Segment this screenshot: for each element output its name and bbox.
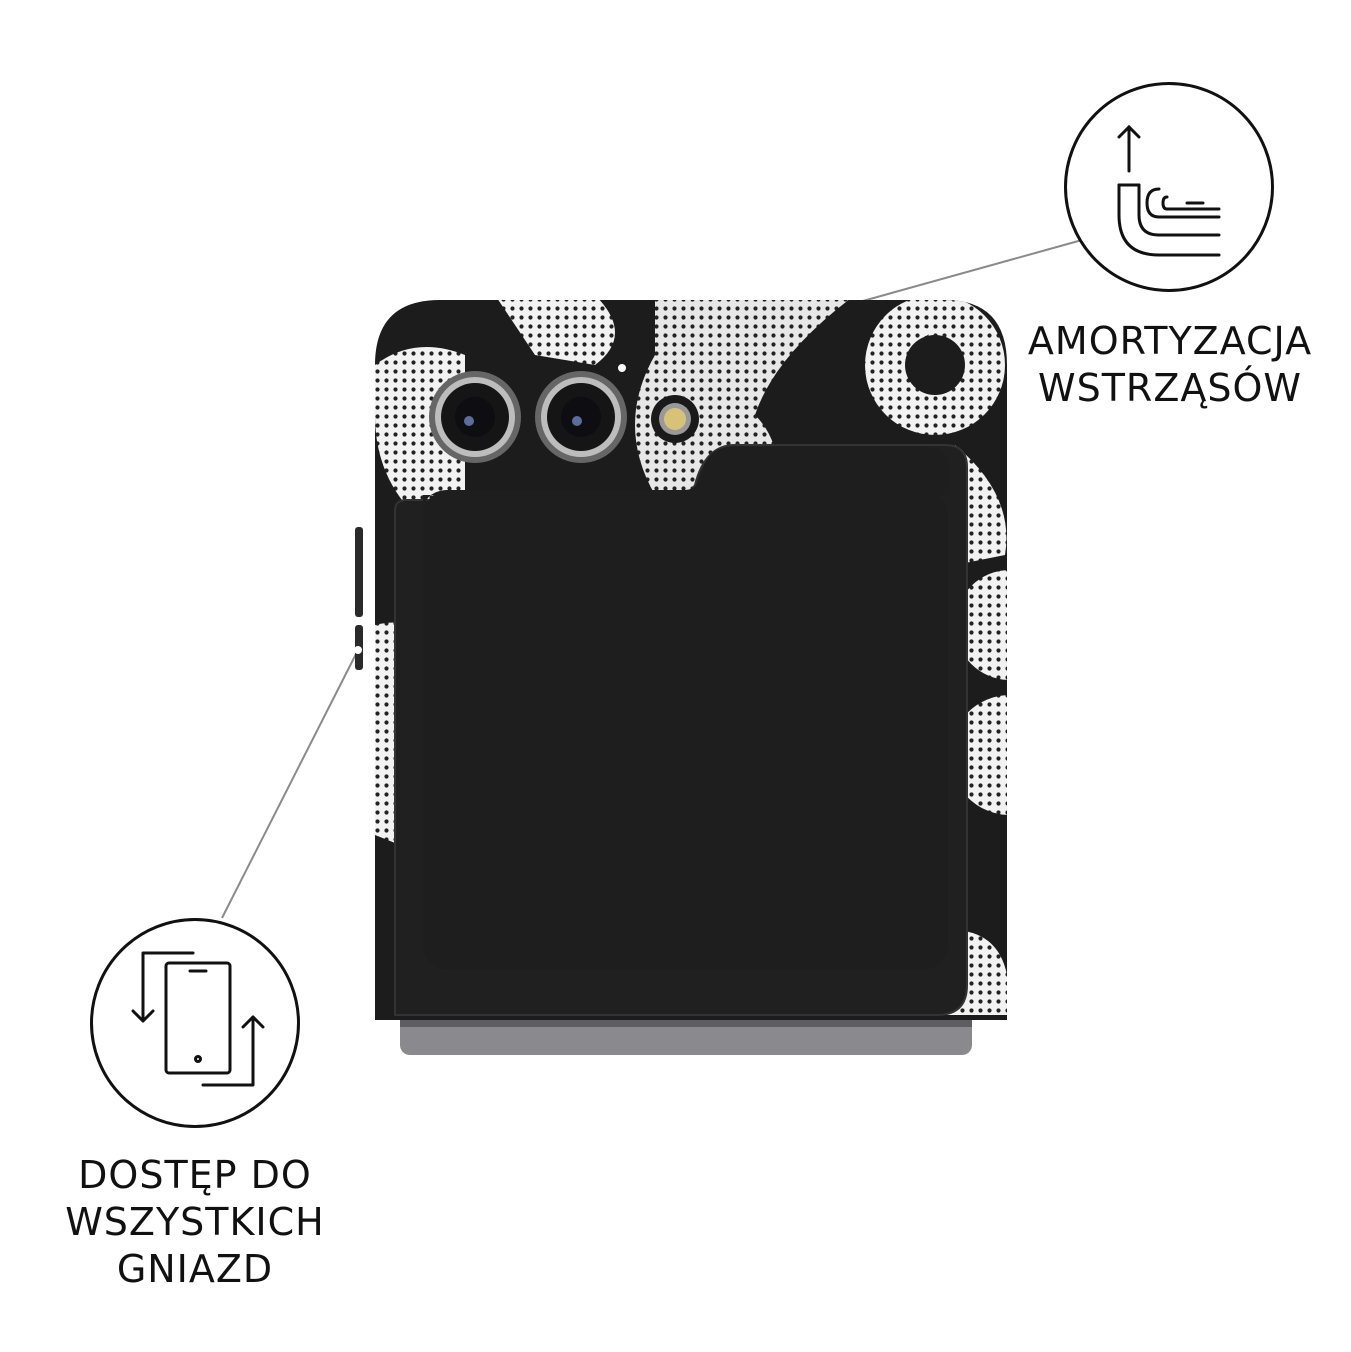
phone-case-illustration: [355, 300, 1007, 1055]
port-access-icon: [90, 918, 300, 1128]
camera-lens-1: [429, 371, 521, 463]
shock-absorption-line-1: AMORTYZACJA: [1027, 319, 1313, 363]
flash: [651, 395, 699, 443]
leader-line-ports: [221, 649, 359, 919]
shock-absorption-line-2: WSTRZĄSÓW: [1038, 366, 1302, 410]
port-access-line-3: GNIAZD: [116, 1247, 274, 1291]
shock-absorption-label: AMORTYZACJA WSTRZĄSÓW: [1010, 318, 1330, 412]
callout-dot: [355, 646, 362, 654]
cover-screen: [423, 490, 948, 970]
camera-lens-2: [535, 371, 627, 463]
port-access-label: DOSTĘP DO WSZYSTKICH GNIAZD: [35, 1152, 355, 1293]
callout-dot: [618, 364, 626, 372]
side-button: [355, 527, 363, 617]
port-access-line-2: WSZYSTKICH: [65, 1200, 325, 1244]
port-access-line-1: DOSTĘP DO: [78, 1153, 312, 1197]
shock-absorption-icon: [1064, 82, 1274, 292]
